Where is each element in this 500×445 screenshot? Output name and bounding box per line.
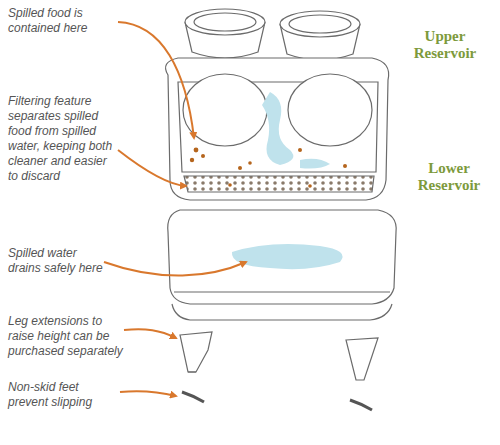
callout-note: Spilled food is contained here: [8, 6, 118, 36]
callout-note: Spilled water drains safely here: [8, 246, 103, 276]
callout-note: Leg extensions to raise height can be pu…: [8, 314, 124, 359]
callout-note: Filtering feature separates spilled food…: [8, 94, 120, 184]
part-name: Lower Reservoir: [406, 160, 492, 194]
part-name: Upper Reservoir: [402, 28, 488, 62]
feeder-drawing: [166, 9, 397, 410]
callout-note: Non-skid feet prevent slipping: [8, 380, 120, 410]
leader-arrows: [104, 22, 246, 396]
